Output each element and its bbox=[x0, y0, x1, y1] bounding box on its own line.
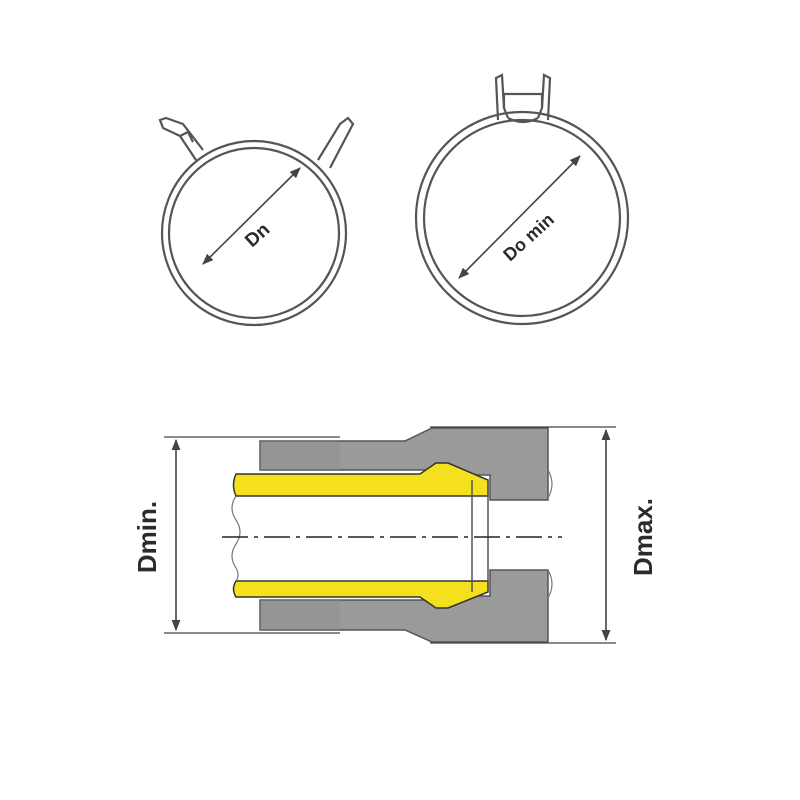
do-min-label: Do min bbox=[499, 209, 558, 265]
dn-label: Dn bbox=[241, 219, 274, 252]
hose-wall-top bbox=[259, 427, 549, 501]
nipple-bottom bbox=[232, 580, 489, 609]
clamp-right bbox=[414, 73, 630, 326]
do-min-dimension-arrow bbox=[458, 155, 581, 279]
dmax-label: Dmax. bbox=[628, 498, 658, 576]
hose-cross-section bbox=[164, 426, 616, 644]
clamp-left bbox=[158, 116, 355, 327]
dmin-label: Dmin. bbox=[132, 501, 162, 573]
nipple-top bbox=[232, 462, 489, 497]
dn-dimension-arrow bbox=[202, 167, 301, 265]
